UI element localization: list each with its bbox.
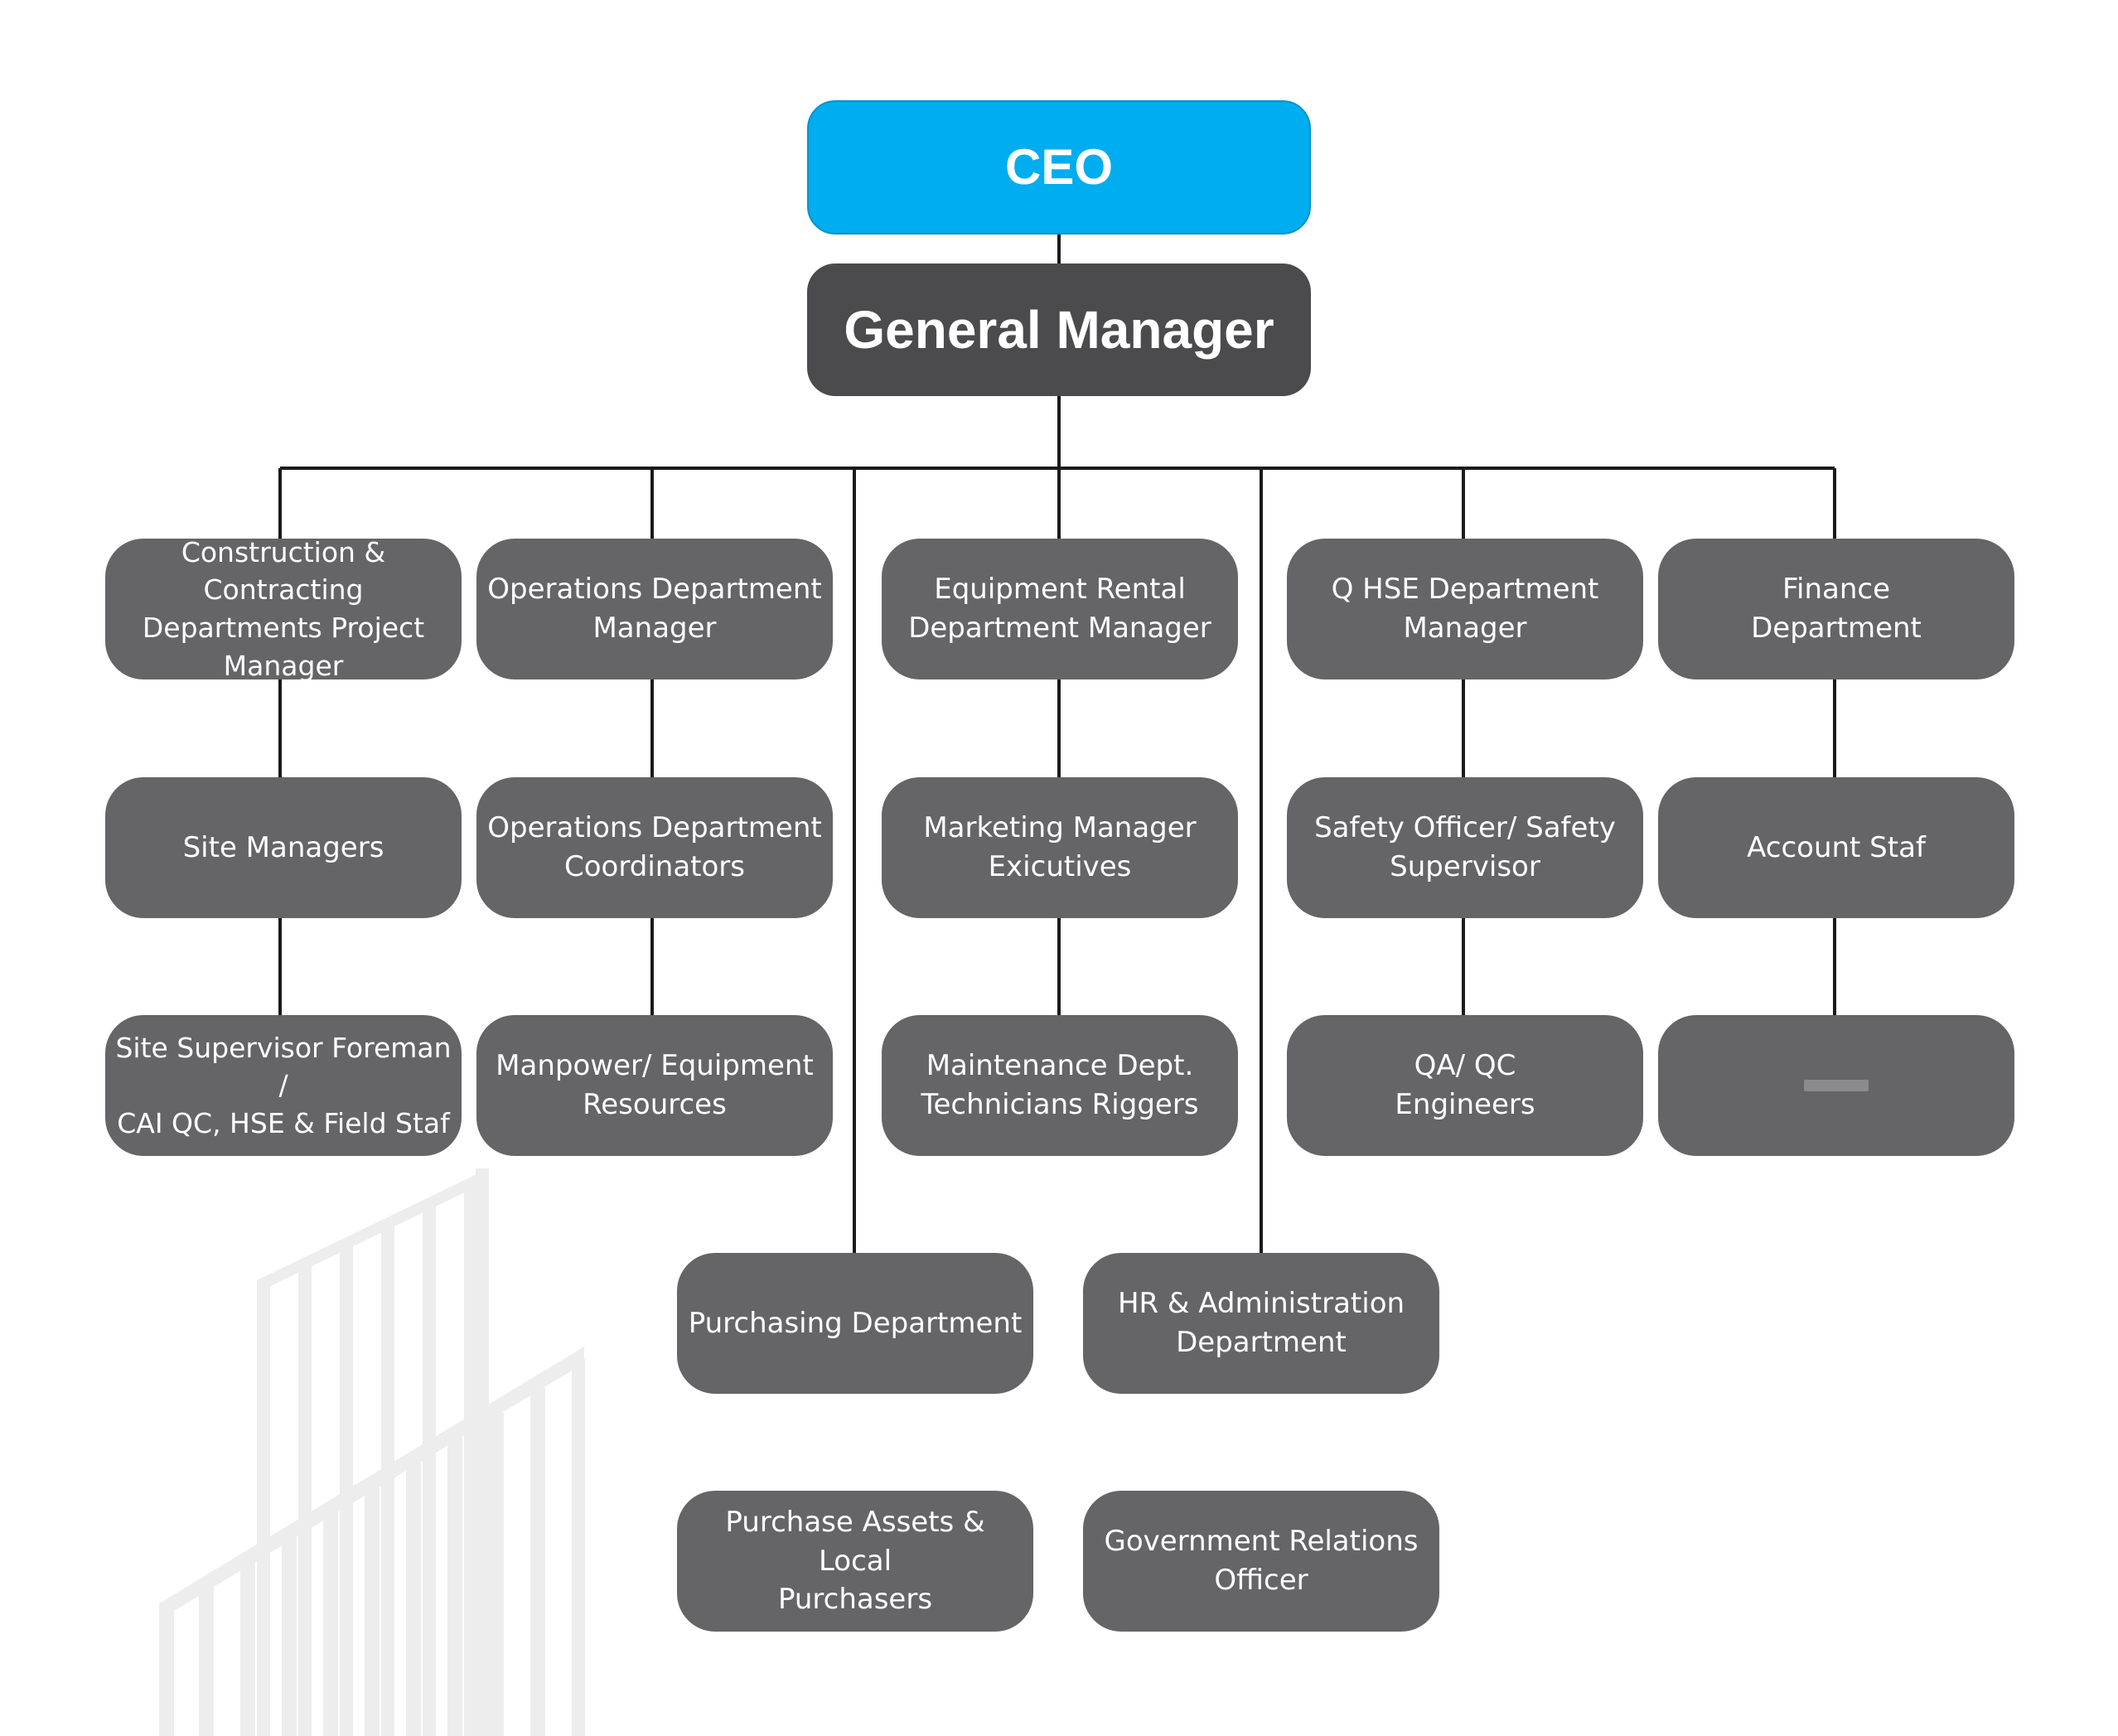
government-relations-node: Government Relations Officer: [1083, 1491, 1439, 1632]
equipment-rental-manager-node: Equipment Rental Department Manager: [882, 539, 1238, 679]
qhse-manager-node: Q HSE Department Manager: [1287, 539, 1643, 679]
account-staff-node: Account Staf: [1658, 777, 2014, 918]
ceo-node: CEO: [807, 100, 1311, 235]
construction-project-manager-node: Construction & Contracting Departments P…: [105, 536, 462, 682]
safety-officer-node: Safety Officer/ Safety Supervisor: [1287, 777, 1643, 918]
general-manager-node: General Manager: [807, 264, 1311, 396]
site-supervisor-node: Site Supervisor Foreman / CAI QC, HSE & …: [105, 1015, 462, 1156]
operations-coordinators-node: Operations Department Coordinators: [476, 777, 833, 918]
placeholder-dash: [1804, 1080, 1869, 1091]
purchasing-department-node: Purchasing Department: [677, 1253, 1033, 1394]
operations-manager-node: Operations Department Manager: [476, 539, 833, 679]
marketing-manager-node: Marketing Manager Exicutives: [882, 777, 1238, 918]
site-managers-node: Site Managers: [105, 777, 462, 918]
hr-administration-node: HR & Administration Department: [1083, 1253, 1439, 1394]
purchase-assets-node: Purchase Assets & Local Purchasers: [677, 1491, 1033, 1632]
finance-blank-node: [1658, 1015, 2014, 1156]
maintenance-dept-node: Maintenance Dept. Technicians Riggers: [882, 1015, 1238, 1156]
finance-department-node: Finance Department: [1658, 539, 2014, 679]
manpower-equipment-node: Manpower/ Equipment Resources: [476, 1015, 833, 1156]
qa-qc-engineers-node: QA/ QC Engineers: [1287, 1015, 1643, 1156]
